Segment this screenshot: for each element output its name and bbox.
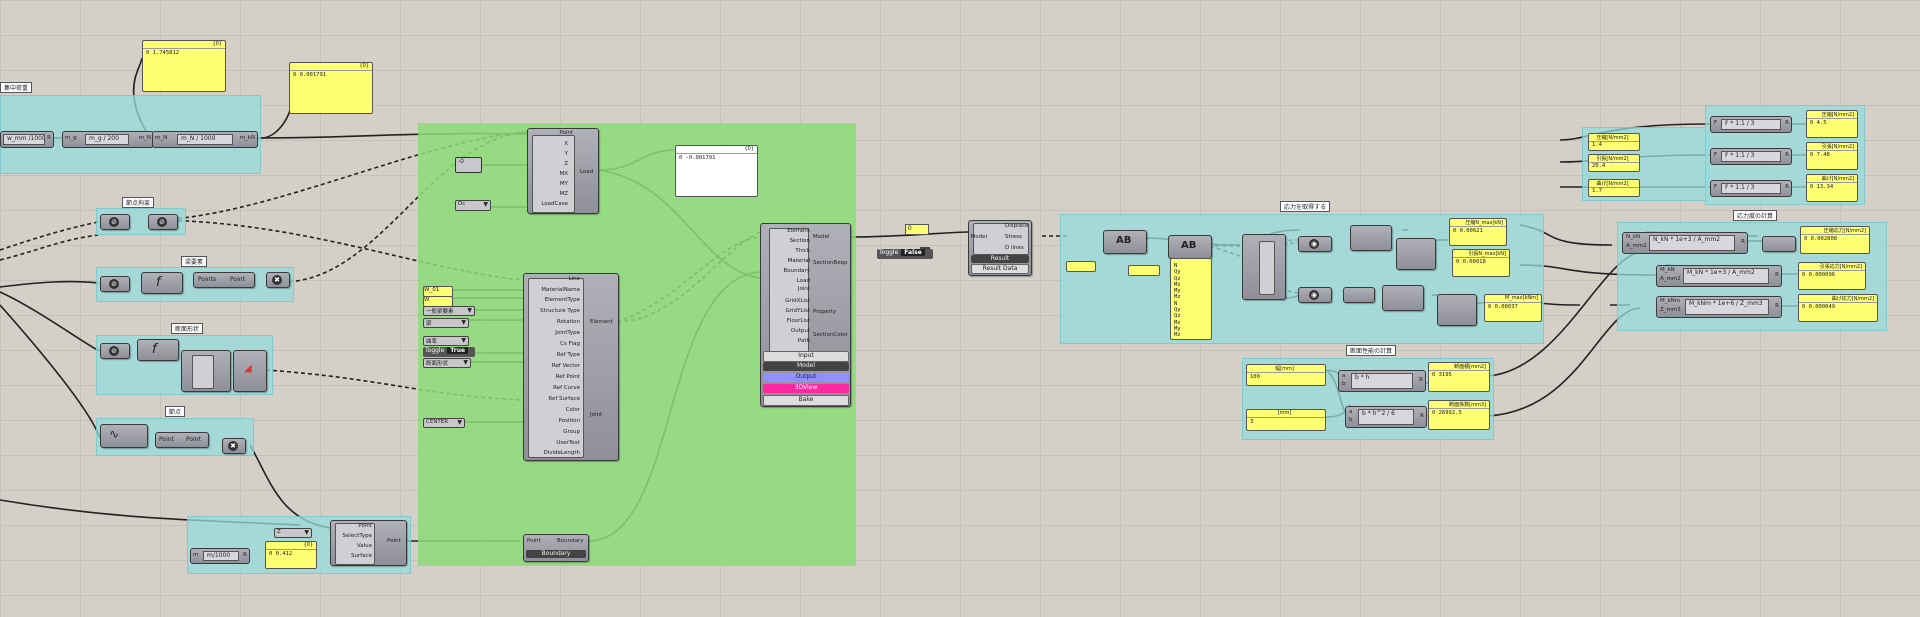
section-list-comp[interactable] <box>181 350 231 392</box>
ab-icon-2: AB <box>1181 240 1197 251</box>
group-label-load: 集中荷重 <box>0 82 33 93</box>
group-label-section-calc: 断面性能の計算 <box>1346 345 1397 356</box>
modulus-panel[interactable]: 断面係数[mm3]0 26992.5 <box>1428 400 1490 430</box>
stress-check-comp[interactable] <box>1762 236 1796 252</box>
element-type-dropdown[interactable]: 一般梁要素 <box>423 306 475 316</box>
output-button[interactable]: Output <box>763 373 849 382</box>
beam-comp-1[interactable]: ⊘ <box>100 276 130 292</box>
group-label-stress: 応力を取得する <box>1280 201 1331 212</box>
result-data-button[interactable]: Result Data <box>971 264 1029 274</box>
select-value-panel[interactable]: {0} 0 0.412 <box>265 541 317 569</box>
stress-bounds-1[interactable]: ◉ <box>1298 236 1332 252</box>
load-case-dropdown[interactable]: Dc <box>455 200 491 211</box>
stress-bounds-2[interactable]: ◉ <box>1298 287 1332 303</box>
stress-sort-comp-2[interactable] <box>1382 285 1424 311</box>
stress-ab-comp-1[interactable]: AB <box>1103 230 1147 254</box>
curve-icon: ∿ <box>109 427 120 441</box>
beam-function-comp[interactable]: f <box>141 272 183 294</box>
allow-compression-result[interactable]: 圧縮[N/mm2]0 4.5 <box>1806 110 1858 138</box>
3dview-button[interactable]: 3DView <box>763 384 849 393</box>
result-button[interactable]: Result <box>971 255 1029 263</box>
constraint-comp-1[interactable]: ⊘ <box>100 214 130 230</box>
joint-type-dropdown[interactable]: 曲率 <box>423 336 469 346</box>
panel-result-2[interactable]: {0} 0 0.001791 <box>289 62 373 114</box>
section-shape-comp[interactable]: ◢ <box>233 350 267 392</box>
model-button[interactable]: Model <box>763 362 849 371</box>
height-panel[interactable]: [mm]3 <box>1246 409 1326 431</box>
group-label-constraint: 節点拘束 <box>122 197 155 208</box>
stress-index-input[interactable] <box>1066 261 1096 272</box>
allow-tension-result[interactable]: 引張[N/mm2]0 7.48 <box>1806 142 1858 170</box>
expr-w-mm[interactable]: w_mm /1000 R <box>0 131 54 148</box>
bake-button[interactable]: Bake <box>763 395 849 406</box>
tension-stress-panel[interactable]: 引張応力[N/mm2]0 0.000096 <box>1798 262 1866 290</box>
width-panel[interactable]: 幅[mm]100 <box>1246 364 1326 386</box>
node-cull-comp[interactable]: ✖ <box>222 438 246 454</box>
structure-type-dropdown[interactable]: 梁 <box>423 318 469 328</box>
beam-cull-comp[interactable]: ✖ <box>266 272 290 288</box>
position-dropdown[interactable]: CENTER <box>423 418 465 428</box>
boundary-component[interactable]: Point Boundary Boundary <box>523 534 589 562</box>
function-icon-2: f <box>152 342 157 357</box>
compression-n-max-panel[interactable]: 圧縮N_max[kN]0 0.00621 <box>1449 218 1507 246</box>
boundary-button[interactable]: Boundary <box>526 550 586 558</box>
stress-ab-comp-2[interactable]: AB <box>1168 235 1212 259</box>
constraint-comp-2[interactable]: ⊘ <box>148 214 178 230</box>
select-component[interactable]: Point SelectType Value Surface Point <box>330 520 407 566</box>
group-label-section: 断面形状 <box>171 323 204 334</box>
solver-component[interactable]: Model Displace Stress D lines Result Res… <box>968 220 1032 276</box>
stress-list-item-1[interactable] <box>1396 238 1436 270</box>
ref-type-dropdown[interactable]: 断面形状 <box>423 358 471 368</box>
node-curve-comp[interactable]: ∿ <box>100 424 148 448</box>
allow-bending-result[interactable]: 曲げ[N/mm2]0 13.34 <box>1806 174 1858 202</box>
stress-list-item-2[interactable] <box>1437 294 1477 326</box>
stress-index-input-2[interactable] <box>1128 265 1160 276</box>
load-value-slider[interactable]: -0 <box>455 157 482 173</box>
arrow-icon: ◢ <box>244 363 252 374</box>
solver-number[interactable]: 0 <box>905 224 929 235</box>
stress-abs-comp[interactable] <box>1343 287 1375 303</box>
ab-icon: AB <box>1116 235 1132 246</box>
expr-m-n[interactable]: m_N m_N / 1000 m_kN <box>152 131 258 148</box>
stress-sort-comp-1[interactable] <box>1350 225 1392 251</box>
group-label-beam: 梁要素 <box>181 256 208 267</box>
panel-result-1[interactable]: {0} 0 1.745812 <box>142 40 226 92</box>
select-dropdown[interactable]: Z <box>274 528 312 538</box>
beam-element-component[interactable]: Line MaterialName ElementType Structure … <box>523 273 619 461</box>
expr-m-1000[interactable]: m m/1000 R <box>190 548 250 564</box>
tension-n-max-panel[interactable]: 引張N_max[kN]0 0.00018 <box>1452 249 1510 277</box>
group-label-node: 節点 <box>165 406 186 417</box>
section-comp-1[interactable]: ⊘ <box>100 343 130 359</box>
function-icon: f <box>156 275 161 290</box>
allow-bending-panel[interactable]: 曲げ[N/mm2]1.7 <box>1588 179 1640 197</box>
m-max-panel[interactable]: M_max[kNm]0 0.00037 <box>1484 294 1542 322</box>
bending-stress-panel[interactable]: 曲げ応力[N/mm2]0 0.000049 <box>1798 294 1878 322</box>
section-function-comp[interactable]: f <box>137 339 179 361</box>
allow-compression-panel[interactable]: 圧縮[N/mm2]1.4 <box>1588 133 1640 151</box>
load-component[interactable]: Point X Y Z MX MY MZ LoadCase Load <box>527 128 599 214</box>
allow-tension-panel[interactable]: 引張[N/mm2]20.4 <box>1588 154 1640 172</box>
area-panel[interactable]: 断面積[mm2]0 3195 <box>1428 362 1490 392</box>
group-label-check: 応力度の計算 <box>1733 210 1778 221</box>
model-component[interactable]: Element Section Thick Material Boundary … <box>760 223 851 407</box>
compression-stress-panel[interactable]: 圧縮応力[N/mm2]0 0.002808 <box>1800 226 1870 254</box>
input-button[interactable]: Input <box>763 351 849 362</box>
panel-result-3[interactable]: {0} 0 -0.001791 <box>675 145 758 197</box>
expr-m-g[interactable]: m_g m_g / 200 m_N <box>62 131 154 148</box>
stress-split-comp[interactable] <box>1242 234 1286 300</box>
